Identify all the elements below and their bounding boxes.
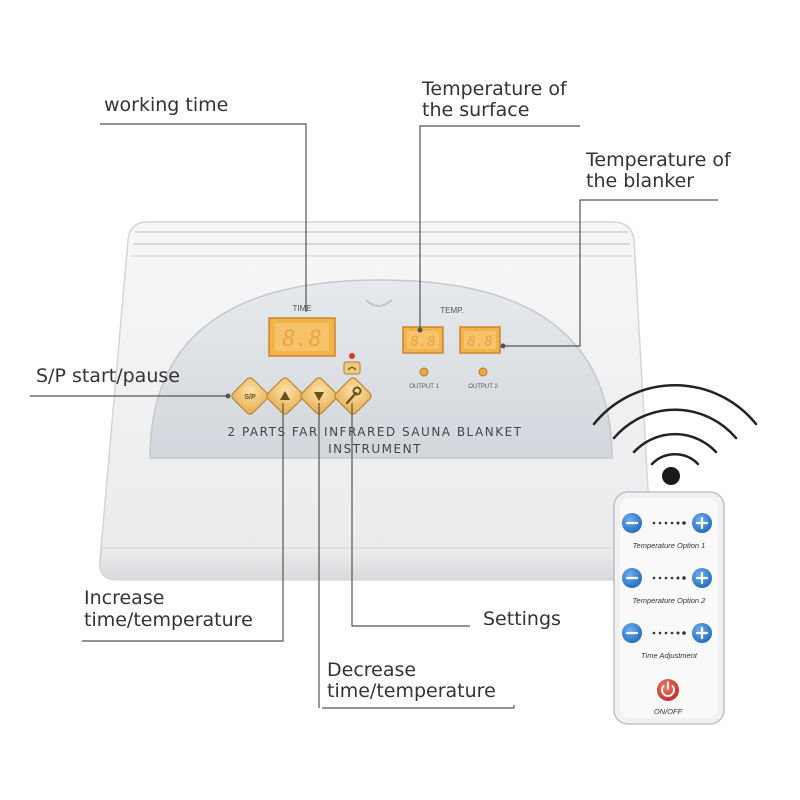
wifi-indicator (343, 353, 361, 375)
control-panel (149, 279, 613, 459)
leader-settings (351, 403, 470, 627)
callout-temp-surface-line2: the surface (422, 99, 530, 121)
remote-control: Temperature Option 1 Temperature Option … (613, 491, 725, 725)
temp-display-1-digits: 8.8 (410, 334, 435, 350)
plus-icon (695, 626, 709, 640)
leader-dot-temp2 (500, 343, 506, 349)
leader-decrease (322, 705, 515, 709)
callout-decrease-line2: time/temperature (327, 680, 496, 702)
leader-dot-sp (225, 393, 231, 399)
time-label: TIME (292, 304, 311, 313)
dot-connectors (652, 521, 686, 635)
remote-onoff-label: ON/OFF (654, 707, 683, 716)
leader-temp-blanket (503, 199, 718, 347)
increase-button[interactable] (265, 376, 305, 416)
callout-increase-line1: Increase (84, 587, 165, 609)
device-title-line2: INSTRUMENT (328, 442, 422, 456)
temp-display-2 (459, 326, 501, 354)
ir-emitter (662, 467, 680, 485)
output-2-label: OUTPUT 2 (468, 384, 498, 390)
remote-option-2-label: Temperature Option 2 (633, 596, 707, 605)
wireless-signal-icon (592, 383, 758, 466)
callout-temp-blanket-line1: Temperature of (586, 149, 731, 171)
time-display (268, 317, 336, 357)
device-title-line1: 2 PARTS FAR INFRARED SAUNA BLANKET (228, 425, 523, 439)
callout-increase-line2: time/temperature (84, 609, 253, 631)
power-button[interactable] (657, 679, 679, 701)
callout-decrease-line1: Decrease (327, 659, 417, 681)
output-1-indicator (419, 367, 429, 377)
plus-icon (695, 516, 709, 530)
callout-temp-blanket-line2: the blanker (586, 170, 695, 192)
leader-dot-temp1 (417, 327, 423, 333)
callout-lines (30, 123, 718, 709)
callout-settings: Settings (483, 608, 561, 630)
sp-button[interactable] (230, 376, 270, 416)
temp-display-1 (402, 326, 444, 354)
time-display-digits: 8.8 (282, 327, 322, 352)
sp-button-label: S/P (244, 394, 256, 401)
leader-working-time (100, 123, 307, 312)
temp-display-2-digits: 8.8 (467, 334, 492, 350)
plus-icon (695, 571, 709, 585)
temp-label: TEMP. (440, 306, 463, 315)
remote-option-1-label: Temperature Option 1 (633, 541, 706, 550)
callout-working-time: working time (104, 94, 229, 116)
callout-temp-surface-line1: Temperature of (422, 78, 567, 100)
settings-button[interactable] (333, 376, 373, 416)
wrench-icon (345, 386, 362, 405)
leader-increase (82, 403, 284, 642)
output-2-indicator (478, 367, 488, 377)
callout-sp: S/P start/pause (36, 365, 180, 387)
decrease-button[interactable] (299, 376, 339, 416)
ir-sensor (365, 299, 393, 307)
output-1-label: OUTPUT 1 (409, 384, 439, 390)
leader-temp-surface (419, 125, 580, 330)
power-icon (661, 681, 675, 697)
remote-time-adjust-label: Time Adjustment (641, 651, 698, 660)
